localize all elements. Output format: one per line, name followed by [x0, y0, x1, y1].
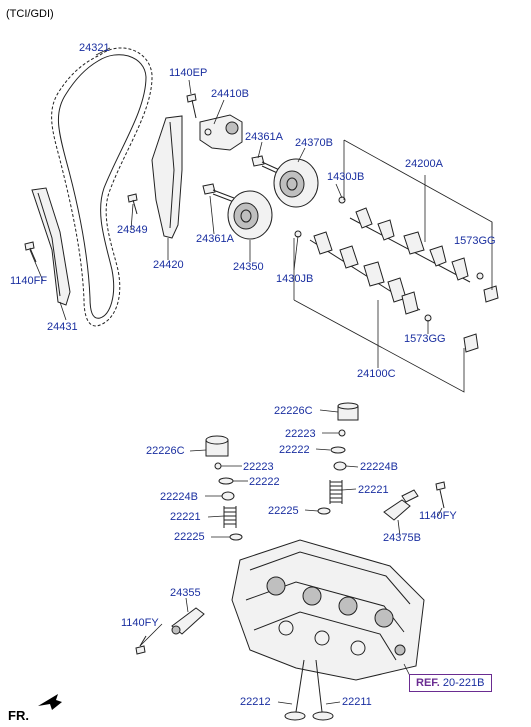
valve-seal-22225-left: [229, 533, 243, 541]
label-24100C: 24100C: [357, 368, 396, 380]
front-indicator: FR.: [8, 708, 29, 723]
cvvt-24370B: [273, 158, 319, 208]
label-1140FY-right: 1140FY: [419, 510, 457, 522]
label-24355: 24355: [170, 587, 201, 599]
label-22223-right: 22223: [285, 428, 316, 440]
label-22225-left: 22225: [174, 531, 205, 543]
bolt-1140FY-left: [135, 635, 147, 655]
label-22226C-left: 22226C: [146, 445, 185, 457]
label-24370B: 24370B: [295, 137, 333, 149]
bolt-24349: [127, 193, 138, 215]
chain-guide-24431: [31, 187, 71, 306]
valve-cotter-22222-right: [330, 446, 346, 454]
bolt-1140FY-right: [435, 481, 446, 509]
label-1573GG-lower: 1573GG: [404, 333, 446, 345]
camshaft-24200A: [349, 207, 471, 283]
retainer-22223-left: [214, 462, 222, 470]
valve-seal-22225-right: [317, 507, 331, 515]
leader-lines: [29, 47, 443, 705]
tensioner-24410B: [199, 114, 243, 151]
spring-seat-22224B-left: [221, 491, 235, 501]
valve-lifter-right: [337, 402, 359, 421]
label-1140FF: 1140FF: [10, 275, 48, 287]
label-24420: 24420: [153, 259, 184, 271]
label-22226C-right: 22226C: [274, 405, 313, 417]
label-22221-right: 22221: [358, 484, 389, 496]
label-1430JB-lower: 1430JB: [276, 273, 314, 285]
label-24361A-lower: 24361A: [196, 233, 234, 245]
label-22223-left: 22223: [243, 461, 274, 473]
front-arrow-icon: [38, 694, 62, 710]
diagram-header: (TCI/GDI): [6, 8, 54, 20]
label-24350: 24350: [233, 261, 264, 273]
reference-value: 20-221B: [442, 677, 485, 689]
cylinder-head: [231, 539, 425, 681]
camshaft-upper-bracket: [343, 139, 493, 290]
label-24200A: 24200A: [405, 158, 443, 170]
label-24431: 24431: [47, 321, 78, 333]
cvvt-24350: [227, 190, 273, 240]
bolt-1140FF: [24, 241, 37, 263]
cap-1573GG-upper: [476, 272, 499, 303]
valve-cotter-22222-left: [218, 477, 234, 485]
label-1140FY-left: 1140FY: [121, 617, 159, 629]
label-1573GG-upper: 1573GG: [454, 235, 496, 247]
tensioner-arm-24420: [151, 115, 183, 239]
sensor-24375B: [383, 489, 419, 521]
cap-1573GG-lower: [424, 314, 479, 353]
retainer-22223-right: [338, 429, 346, 437]
valve-spring-22221-left: [223, 506, 237, 528]
reference-prefix: REF.: [416, 677, 440, 689]
bolt-1140EP: [186, 93, 197, 119]
label-22224B-right: 22224B: [360, 461, 398, 473]
valve-22212: [284, 659, 306, 721]
label-24321: 24321: [79, 42, 110, 54]
valve-22211: [312, 659, 334, 721]
label-22211: 22211: [342, 696, 372, 708]
valve-spring-22221-right: [329, 480, 343, 504]
label-22224B-left: 22224B: [160, 491, 198, 503]
label-24349: 24349: [117, 224, 148, 236]
camshaft-24100C: [309, 231, 421, 315]
valve-lifter-left: [205, 435, 229, 457]
label-1140EP: 1140EP: [169, 67, 208, 79]
label-22225-right: 22225: [268, 505, 299, 517]
bolt-24361A-lower: [202, 183, 235, 203]
reference-link[interactable]: REF. 20-221B: [409, 674, 492, 692]
label-22222-right: 22222: [279, 444, 310, 456]
label-24375B: 24375B: [383, 532, 421, 544]
spring-seat-22224B-right: [333, 461, 347, 471]
sensor-24355: [171, 607, 205, 635]
label-1430JB-upper: 1430JB: [327, 171, 365, 183]
label-24361A-upper: 24361A: [245, 131, 283, 143]
label-22222-left: 22222: [249, 476, 280, 488]
label-24410B: 24410B: [211, 88, 249, 100]
label-22212: 22212: [240, 696, 271, 708]
timing-chain: [51, 47, 153, 327]
label-22221-left: 22221: [170, 511, 201, 523]
